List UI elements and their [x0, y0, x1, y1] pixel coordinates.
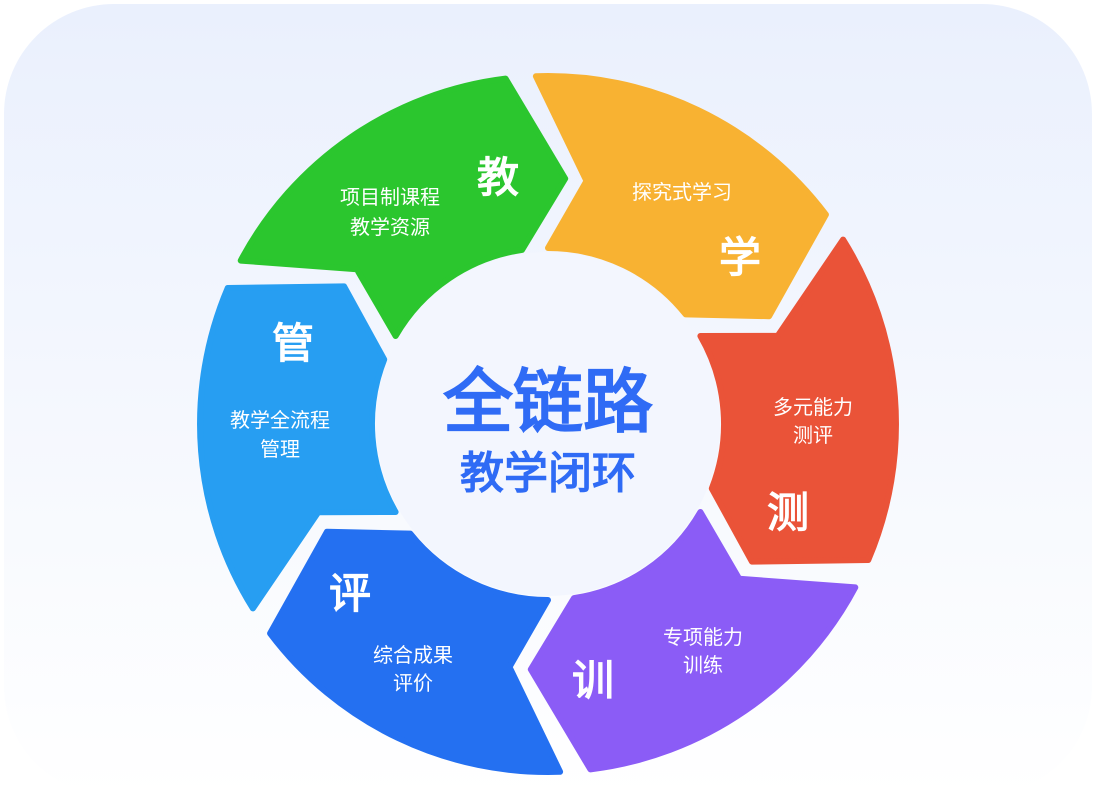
segment-test-line2: 测评: [793, 423, 833, 447]
segment-learn: [532, 73, 829, 320]
segment-test-line1: 多元能力: [773, 395, 853, 419]
segment-train-key: 训: [572, 656, 614, 705]
segment-train-line2: 训练: [683, 653, 723, 677]
segment-learn-key: 学: [719, 233, 761, 282]
segment-evaluate-key: 评: [329, 569, 371, 618]
segment-learn-line1: 探究式学习: [632, 180, 732, 204]
segment-train: [527, 509, 859, 773]
segment-teach-key: 教: [477, 153, 519, 202]
segment-manage-line2: 管理: [260, 437, 300, 461]
segment-test-key: 测: [767, 488, 809, 537]
segment-train-line1: 专项能力: [663, 625, 743, 649]
center-subtitle: 教学闭环: [460, 448, 636, 499]
center-title: 全链路: [442, 361, 654, 443]
segment-evaluate: [267, 528, 564, 775]
segment-teach-line2: 教学资源: [350, 215, 430, 239]
segment-test: [697, 236, 899, 565]
segment-manage-key: 管: [272, 319, 314, 368]
segment-teach: [237, 75, 569, 339]
segment-manage-line1: 教学全流程: [230, 408, 330, 432]
segment-evaluate-line1: 综合成果: [373, 643, 453, 667]
segment-manage: [197, 283, 399, 612]
segment-teach-line1: 项目制课程: [340, 185, 440, 209]
center-circle: [376, 252, 720, 596]
segment-evaluate-line2: 评价: [393, 671, 433, 695]
